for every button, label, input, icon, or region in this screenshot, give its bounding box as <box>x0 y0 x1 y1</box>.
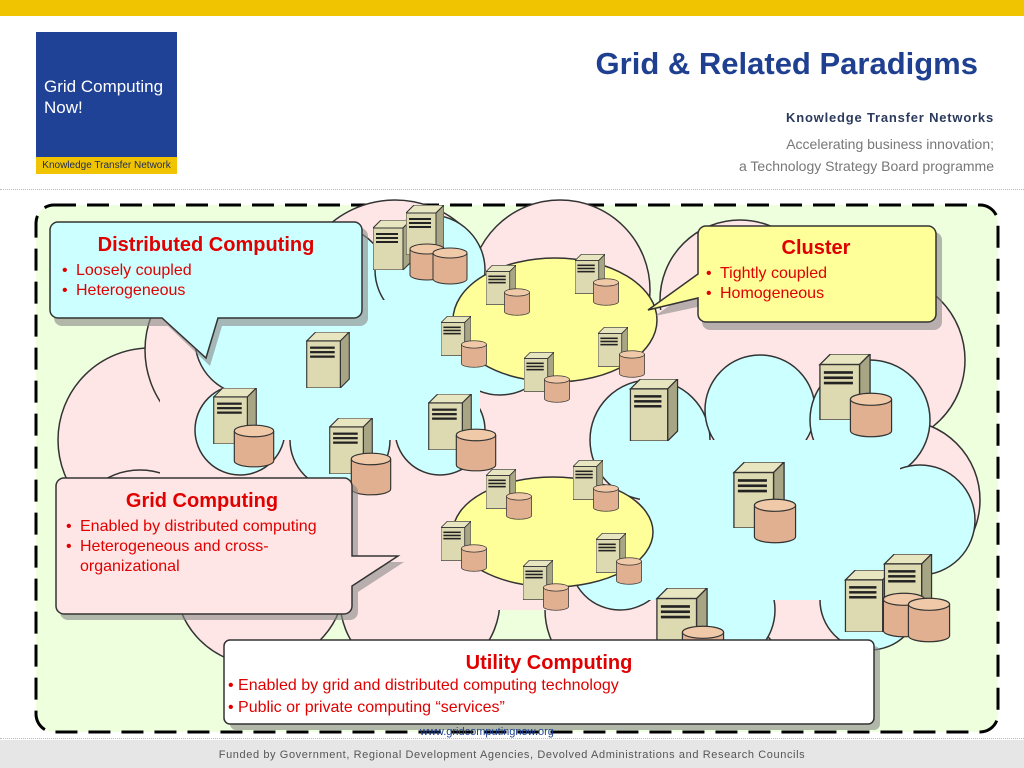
logo-strip: Knowledge Transfer Network <box>36 157 177 174</box>
page-title: Grid & Related Paradigms <box>595 46 978 81</box>
list-item: Enabled by distributed computing <box>62 517 342 537</box>
grid-computing-now-logo: Grid Computing Now! Knowledge Transfer N… <box>36 32 177 174</box>
list-item: Homogeneous <box>702 284 930 304</box>
distributed-title: Distributed Computing <box>97 234 315 256</box>
utility-callout: Utility Computing • Enabled by grid and … <box>224 640 874 724</box>
logo-text: Grid Computing Now! <box>44 77 164 117</box>
footer-bar <box>0 740 1024 768</box>
distributed-callout: Distributed Computing Loosely coupled He… <box>58 234 354 301</box>
list-item: Tightly coupled <box>702 264 930 284</box>
footer-separator <box>0 738 1024 739</box>
list-item: Loosely coupled <box>58 261 354 281</box>
header-separator <box>0 189 1024 190</box>
list-item: • Public or private computing “services” <box>228 699 505 716</box>
website-link[interactable]: www.gridcomputingnow.org <box>420 726 554 738</box>
tagline-line-1: Accelerating business innovation; <box>786 136 994 152</box>
cluster-title: Cluster <box>781 237 851 259</box>
distributed-list: Loosely coupled Heterogeneous <box>58 261 354 301</box>
ktn-label: Knowledge Transfer Networks <box>786 110 994 125</box>
utility-callout-shape <box>223 639 880 730</box>
top-accent-bar <box>0 0 1024 16</box>
grid-callout: Grid Computing Enabled by distributed co… <box>62 490 342 577</box>
grid-title: Grid Computing <box>125 490 279 512</box>
cluster-list: Tightly coupled Homogeneous <box>702 264 930 304</box>
footer-text: Funded by Government, Regional Developme… <box>218 749 806 761</box>
list-item: • Enabled by grid and distributed comput… <box>228 677 619 694</box>
list-item: Heterogeneous and cross-organizational <box>62 537 342 577</box>
list-item: Heterogeneous <box>58 281 354 301</box>
tagline-line-2: a Technology Strategy Board programme <box>739 158 994 174</box>
utility-title: Utility Computing <box>465 652 633 674</box>
grid-list: Enabled by distributed computing Heterog… <box>62 517 342 577</box>
cluster-callout: Cluster Tightly coupled Homogeneous <box>702 237 930 304</box>
